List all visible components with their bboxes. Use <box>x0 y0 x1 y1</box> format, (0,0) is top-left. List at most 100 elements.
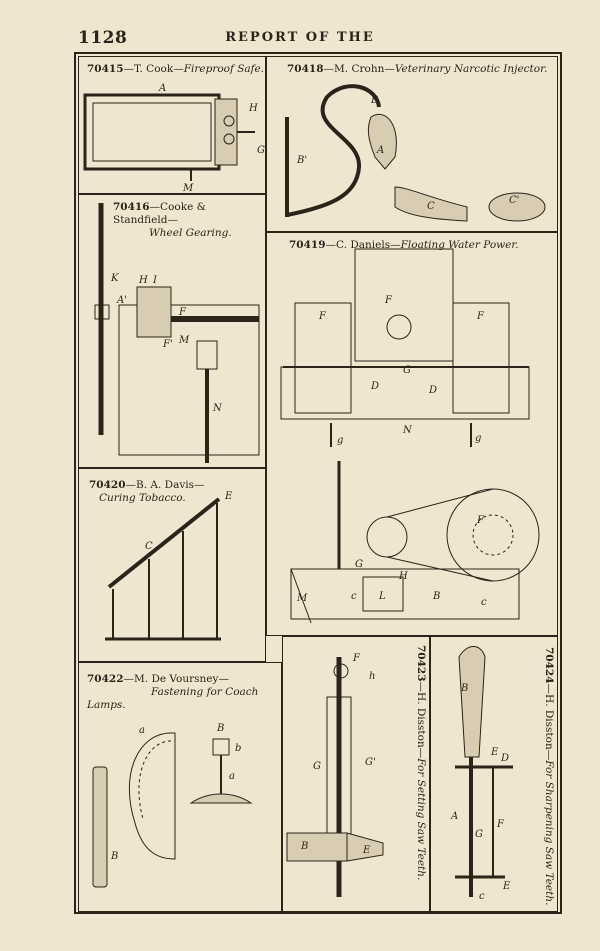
patent-inventor: C. Daniels <box>336 239 391 251</box>
label-G-prime: G' <box>365 757 376 768</box>
coach-lamp-fastening-drawing: a B b a B <box>92 723 253 888</box>
patent-inventor: T. Cook <box>134 63 174 75</box>
label-H: H <box>138 275 148 286</box>
patent-title: For Setting Saw Teeth. <box>415 758 427 881</box>
label-b: b <box>235 743 241 754</box>
saw-sharpening-tool-drawing: B E D F A G E c <box>450 646 513 902</box>
label-G: G <box>403 365 411 376</box>
label-C: C <box>427 201 435 212</box>
floating-water-power-drawing: F F F G D D N g g <box>280 248 530 447</box>
panel-70423: F h G G' B E 70423—H. Disston—For Settin… <box>282 636 430 912</box>
label-C: C <box>145 541 153 552</box>
patent-title: Curing Tobacco. <box>99 492 186 504</box>
patent-inventor: M. De Voursney <box>134 673 219 685</box>
caption-70418: 70418—M. Crohn—Veterinary Narcotic Injec… <box>287 63 548 75</box>
label-c: c <box>479 891 485 902</box>
fireproof-safe-drawing: A H G M <box>83 83 265 194</box>
label-D-left: D <box>370 381 379 392</box>
label-h: h <box>369 671 375 682</box>
label-H: H <box>248 103 258 114</box>
patent-title: Veterinary Narcotic Injector. <box>394 63 548 75</box>
caption-70419: 70419—C. Daniels—Floating Water Power. <box>289 239 519 251</box>
panel-70416: 70416—Cooke & Standfield—Wheel Gearing. … <box>78 194 266 468</box>
patent-inventor: B. A. Davis <box>136 479 195 491</box>
patent-inventor: H. Disston <box>543 694 555 750</box>
label-A-prime: A' <box>116 295 127 306</box>
running-head: REPORT OF THE <box>225 30 375 45</box>
label-B-prime: B' <box>296 155 307 166</box>
panel-70419: 70419—C. Daniels—Floating Water Power. F… <box>266 232 558 636</box>
label-F: F <box>496 819 505 830</box>
tobacco-curing-drawing: E C <box>105 491 233 641</box>
label-I: I <box>152 275 158 286</box>
machine-label-c-right: c <box>481 597 487 608</box>
patent-title: Wheel Gearing. <box>149 227 232 239</box>
saw-setting-tool-drawing: F h G G' B E <box>286 653 384 897</box>
machine-label-c-left: c <box>351 591 357 602</box>
patent-inventor: H. Disston <box>415 692 427 748</box>
caption-70423: 70423—H. Disston—For Setting Saw Teeth. <box>415 645 427 881</box>
label-B: B <box>460 683 468 694</box>
patent-title: For Sharpening Saw Teeth. <box>543 760 555 906</box>
label-G: G <box>257 145 265 156</box>
patent-title: Fireproof Safe. <box>183 63 265 75</box>
label-F: F <box>178 307 187 318</box>
machine-label-B: B <box>432 591 440 602</box>
label-g-right: g <box>475 433 481 444</box>
panel-70424: B E D F A G E c 70424—H. Disston—For Sha… <box>430 636 558 912</box>
label-D: D <box>500 753 509 764</box>
patent-inventor: M. Crohn <box>334 63 385 75</box>
label-E: E <box>224 491 233 502</box>
label-N: N <box>402 425 413 436</box>
patent-number: 70422 <box>87 673 124 685</box>
patent-number: 70416 <box>113 201 150 213</box>
label-F-right: F <box>476 311 485 322</box>
label-G: G <box>313 761 321 772</box>
label-K: K <box>110 273 119 284</box>
caption-70422: 70422—M. De Voursney—Fastening for Coach… <box>87 673 259 711</box>
label-B-bottom: B <box>110 851 118 862</box>
machine-label-L: L <box>378 591 386 602</box>
label-M: M <box>178 335 190 346</box>
label-A: A <box>376 145 384 156</box>
label-F-prime: F' <box>162 339 173 350</box>
tobacco-press-machine-drawing: F G H M c L B c <box>290 461 540 624</box>
wheel-gearing-drawing: K H I A' F F' M N <box>94 203 260 463</box>
label-B: B <box>370 95 378 106</box>
machine-label-H: H <box>398 571 408 582</box>
label-F-center: F <box>384 295 393 306</box>
label-B-top: B <box>216 723 224 734</box>
machine-label-M: M <box>296 593 308 604</box>
label-g-left: g <box>337 435 343 446</box>
label-a-right: a <box>229 771 235 782</box>
label-G: G <box>475 829 483 840</box>
label-B: B <box>300 841 308 852</box>
patent-title: Fastening for Coach Lamps. <box>87 686 259 711</box>
patent-title: Floating Water Power. <box>400 239 519 251</box>
plate-frame <box>74 52 562 914</box>
caption-70415: 70415—T. Cook—Fireproof Safe. <box>87 63 265 75</box>
label-E: E <box>362 845 371 856</box>
narcotic-injector-drawing: B A B' C C' <box>285 84 546 222</box>
machine-label-F: F <box>476 515 485 526</box>
patent-number: 70420 <box>89 479 126 491</box>
label-C-prime: C' <box>509 195 519 206</box>
panel-70415: 70415—T. Cook—Fireproof Safe. A H G M <box>78 56 266 194</box>
label-A: A <box>450 811 458 822</box>
patent-number: 70423 <box>415 645 427 682</box>
caption-70420: 70420—B. A. Davis—Curing Tobacco. <box>89 479 205 504</box>
label-a-left: a <box>139 725 145 736</box>
label-F: F <box>352 653 361 664</box>
patent-number: 70415 <box>87 63 124 75</box>
machine-label-G: G <box>355 559 363 570</box>
label-N: N <box>212 403 223 414</box>
label-M: M <box>182 183 194 194</box>
label-F-left: F <box>318 311 327 322</box>
caption-70424: 70424—H. Disston—For Sharpening Saw Teet… <box>543 647 555 906</box>
panel-70420: 70420—B. A. Davis—Curing Tobacco. E C <box>78 468 266 662</box>
caption-70416: 70416—Cooke & Standfield—Wheel Gearing. <box>113 201 232 239</box>
label-D-right: D <box>428 385 437 396</box>
label-E-bottom: E <box>502 881 511 892</box>
patent-number: 70424 <box>543 647 555 684</box>
patent-number: 70418 <box>287 63 324 75</box>
